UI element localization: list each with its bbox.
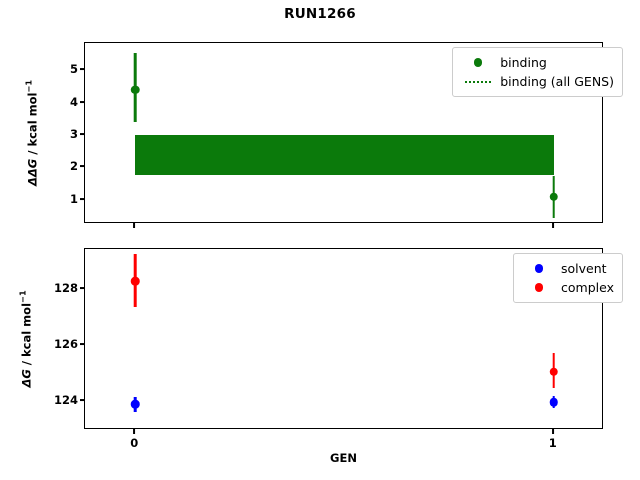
- legend-circle-marker-icon: [534, 264, 544, 273]
- legend-circle-marker-icon: [534, 283, 544, 292]
- top-plot-y-axis-ticks: 1 2 3 4 5: [0, 0, 84, 480]
- top-plot-legend-item[interactable]: binding: [460, 53, 614, 72]
- top-y-tick-label: 5: [69, 62, 78, 77]
- top-binding-datapoint: [130, 85, 140, 95]
- bottom-solvent-datapoint: [130, 400, 140, 409]
- bottom-plot-legend[interactable]: solvent complex: [513, 253, 623, 303]
- bottom-y-tick-label: 124: [53, 392, 78, 407]
- top-plot-x-tick-mark: [133, 223, 136, 228]
- top-plot-y-axis-label: ΔΔG / kcal mol−1: [23, 42, 39, 223]
- legend-key: [460, 58, 496, 67]
- bottom-complex-datapoint: [549, 367, 559, 376]
- legend-key: [521, 283, 557, 292]
- legend-key: [521, 264, 557, 273]
- bottom-plot-x-tick-mark: [551, 429, 554, 434]
- top-y-tick-label: 1: [69, 191, 78, 206]
- bottom-plot-legend-item[interactable]: complex: [521, 278, 614, 297]
- bottom-y-tick-label: 128: [53, 281, 78, 296]
- x-tick-label: 1: [548, 436, 557, 450]
- legend-item-label: complex: [561, 280, 614, 295]
- top-plot-legend-item[interactable]: binding (all GENS): [460, 72, 614, 91]
- y-label-symbol: ΔG: [18, 368, 33, 388]
- legend-key: [460, 80, 496, 83]
- y-label-exponent: −1: [17, 289, 28, 303]
- legend-circle-marker-icon: [473, 58, 483, 67]
- bottom-plot-legend-item[interactable]: solvent: [521, 259, 614, 278]
- bottom-plot-area: [85, 249, 602, 428]
- y-label-symbol: ΔΔG: [24, 158, 39, 186]
- bottom-plot-y-axis-label: ΔG / kcal mol−1: [17, 248, 33, 429]
- top-plot-area: [85, 43, 602, 222]
- y-label-units: / kcal mol: [18, 302, 33, 369]
- figure-title: RUN1266: [284, 6, 356, 22]
- bottom-complex-datapoint: [130, 276, 140, 286]
- legend-item-label: solvent: [561, 261, 607, 276]
- top-y-tick-label: 4: [69, 94, 78, 109]
- legend-item-label: binding (all GENS): [500, 74, 614, 89]
- top-y-tick-label: 3: [69, 127, 78, 142]
- top-plot-legend[interactable]: binding binding (all GENS): [452, 47, 623, 97]
- bottom-solvent-datapoint: [549, 397, 559, 407]
- legend-dotted-line-icon: [465, 80, 492, 83]
- bottom-y-tick-label: 126: [53, 337, 78, 352]
- y-label-units: / kcal mol: [24, 92, 39, 159]
- x-tick-label: 0: [130, 436, 139, 450]
- top-y-tick-label: 2: [69, 159, 78, 174]
- top-all-gens-band: [135, 135, 554, 175]
- x-axis-label: GEN: [330, 451, 357, 465]
- top-binding-datapoint: [549, 192, 559, 201]
- top-plot-x-tick-mark: [551, 223, 554, 228]
- y-label-exponent: −1: [23, 79, 34, 93]
- bottom-plot-x-tick-mark: [133, 429, 136, 434]
- legend-item-label: binding: [500, 55, 547, 70]
